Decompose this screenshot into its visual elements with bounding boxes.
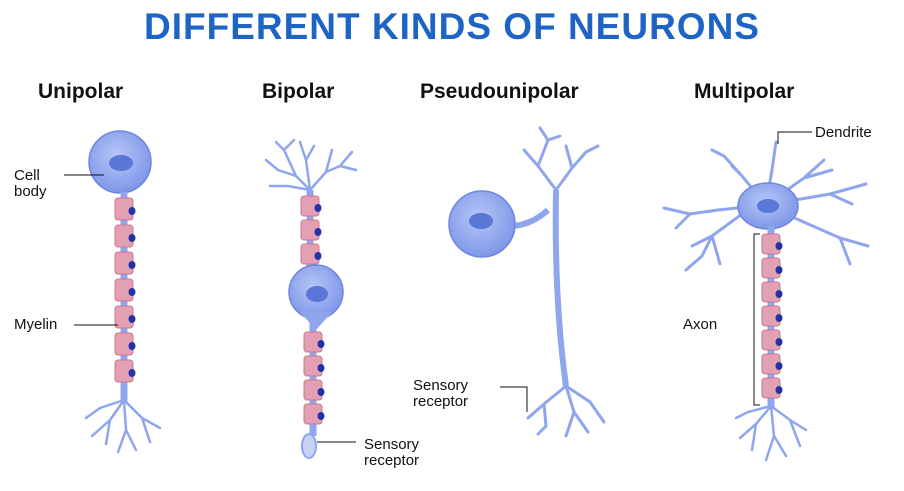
unipolar-node-of-ranvier (129, 207, 136, 215)
bipolar-upper-myelin (301, 196, 322, 264)
unipolar-node-of-ranvier (129, 261, 136, 269)
unipolar-axon-terminals (86, 400, 160, 452)
bipolar-upper-node-of-ranvier (315, 228, 322, 236)
bipolar-lower-node-of-ranvier (318, 412, 325, 420)
label-cell-body-line2: body (14, 184, 47, 200)
unipolar-myelin-segments (115, 198, 136, 382)
unipolar-node-of-ranvier (129, 369, 136, 377)
multipolar-dendrite-pointer (778, 132, 812, 144)
bipolar-lower-node-of-ranvier (318, 388, 325, 396)
multipolar-node-of-ranvier (776, 314, 783, 322)
label-cell-body: Cell body (14, 168, 47, 200)
label-receptor-line2: receptor (413, 394, 468, 410)
multipolar-node-of-ranvier (776, 386, 783, 394)
label-receptor-line2-bipolar: receptor (364, 453, 419, 469)
pseudounipolar-nucleus (469, 213, 493, 229)
pseudounipolar-neuron (449, 128, 604, 436)
multipolar-axon-bracket (754, 234, 760, 405)
multipolar-myelin-segments (762, 234, 783, 398)
unipolar-neuron (86, 131, 160, 452)
multipolar-node-of-ranvier (776, 362, 783, 370)
bipolar-lower-node-of-ranvier (318, 340, 325, 348)
label-pseudounipolar-sensory-receptor: Sensory receptor (413, 378, 468, 410)
label-sensory-line1-bipolar: Sensory (364, 437, 419, 453)
pseudounipolar-peripheral-terminals (528, 386, 604, 436)
label-bipolar-sensory-receptor: Sensory receptor (364, 437, 419, 469)
bipolar-neuron (266, 140, 356, 458)
label-axon: Axon (683, 317, 717, 333)
unipolar-node-of-ranvier (129, 342, 136, 350)
multipolar-axon-terminals (736, 406, 806, 460)
bipolar-sensory-receptor (302, 434, 316, 458)
bipolar-dendrites (266, 140, 356, 190)
multipolar-nucleus (757, 199, 779, 213)
label-cell-body-line1: Cell (14, 168, 47, 184)
bipolar-nucleus (306, 286, 328, 302)
label-dendrite: Dendrite (815, 125, 872, 141)
bipolar-lower-node-of-ranvier (318, 364, 325, 372)
unipolar-nucleus (109, 155, 133, 171)
label-sensory-line1: Sensory (413, 378, 468, 394)
multipolar-node-of-ranvier (776, 242, 783, 250)
multipolar-node-of-ranvier (776, 290, 783, 298)
pseudounipolar-central-branches (524, 128, 598, 190)
pseudounipolar-main-fiber (556, 190, 566, 386)
unipolar-node-of-ranvier (129, 288, 136, 296)
multipolar-node-of-ranvier (776, 338, 783, 346)
unipolar-node-of-ranvier (129, 315, 136, 323)
label-myelin: Myelin (14, 317, 57, 333)
multipolar-node-of-ranvier (776, 266, 783, 274)
bipolar-upper-node-of-ranvier (315, 252, 322, 260)
bipolar-upper-node-of-ranvier (315, 204, 322, 212)
pseudounipolar-receptor-pointer (500, 387, 527, 412)
unipolar-node-of-ranvier (129, 234, 136, 242)
multipolar-neuron (664, 132, 868, 460)
